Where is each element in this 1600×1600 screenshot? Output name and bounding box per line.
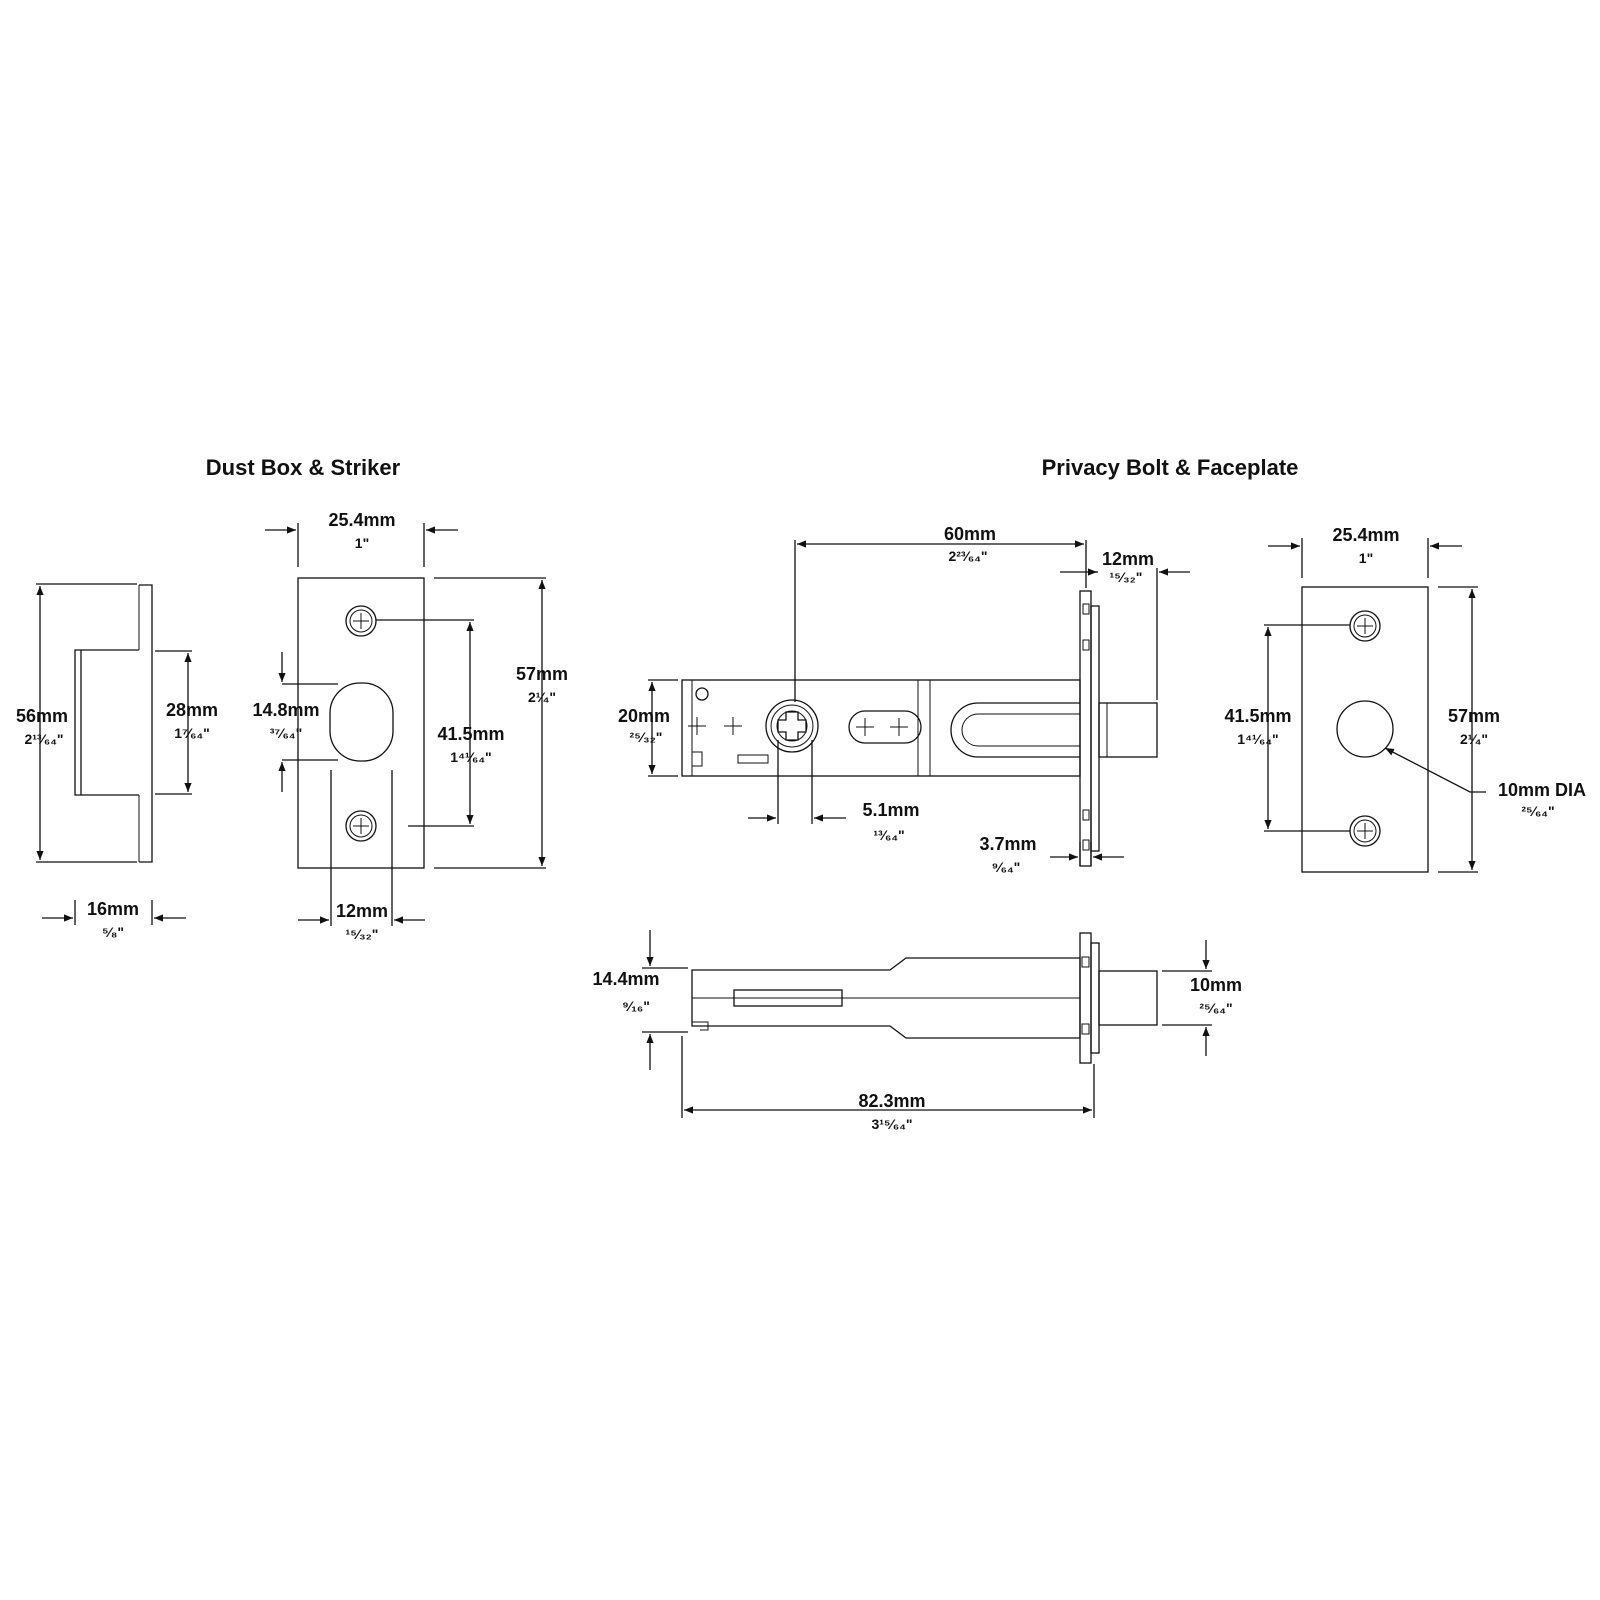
face-height-mm: 57mm: [1448, 706, 1500, 726]
plate-thickness-dim: 3.7mm ⁹⁄₆₄": [979, 834, 1124, 875]
striker-latch-hole: [329, 682, 394, 762]
striker-height-dim: 57mm 2¹⁄₄": [434, 577, 568, 869]
face-screw-in: 1⁴¹⁄₆₄": [1237, 731, 1278, 747]
faceplate-bolt-hole: [1336, 700, 1394, 758]
faceplate-front: [1301, 586, 1429, 873]
bolt-dia-dim: 10mm ²⁵⁄₆₄": [1162, 940, 1242, 1056]
striker-width-dim: 25.4mm 1": [265, 510, 458, 567]
plate-thick-in: ⁹⁄₆₄": [992, 859, 1021, 875]
dust-height-in: 2¹³⁄₆₄": [24, 731, 63, 747]
striker-width-mm: 25.4mm: [328, 510, 395, 530]
striker-top-screw-icon: [345, 605, 377, 637]
striker-screw-in: 1⁴¹⁄₆₄": [450, 749, 491, 765]
striker-plate: [297, 577, 425, 869]
striker-hole-in: ³⁷⁄₆₄": [270, 725, 302, 741]
body-height-dim: 20mm ²⁵⁄₃₂": [618, 679, 678, 777]
face-screw-spacing-dim: 41.5mm 1⁴¹⁄₆₄": [1224, 624, 1350, 832]
backset-in: 2²³⁄₆₄": [948, 548, 987, 564]
dust-height-mm: 56mm: [16, 706, 68, 726]
striker-height-mm: 57mm: [516, 664, 568, 684]
bolt-slot: [950, 702, 1080, 758]
side-height-dim: 14.4mm ⁹⁄₁₆": [592, 930, 688, 1070]
faceplate-top-screw-icon: [1349, 610, 1381, 642]
dust-depth-mm: 16mm: [87, 899, 139, 919]
backset-mm: 60mm: [944, 524, 996, 544]
bolt-dia-in: ²⁵⁄₆₄": [1199, 1000, 1232, 1016]
dust-box-inner-dim: 28mm 1⁷⁄₆₄": [155, 650, 218, 795]
bolt-tongue: [1098, 702, 1158, 758]
bolt-dia-mm: 10mm: [1190, 975, 1242, 995]
side-height-in: ⁹⁄₁₆": [622, 998, 650, 1014]
dust-box-profile: [74, 584, 153, 863]
striker-height-in: 2¹⁄₄": [528, 689, 556, 705]
dust-depth-in: ⁵⁄₈": [102, 924, 124, 940]
faceplate-bottom-screw-icon: [1349, 815, 1381, 847]
face-hole-in: ²⁵⁄₆₄": [1521, 803, 1554, 819]
body-height-mm: 20mm: [618, 706, 670, 726]
backset-dim: 60mm 2²³⁄₆₄": [794, 524, 1087, 702]
privacy-bolt-body: [681, 679, 1081, 777]
striker-screw-spacing-dim: 41.5mm 1⁴¹⁄₆₄": [376, 619, 505, 827]
dust-inner-mm: 28mm: [166, 700, 218, 720]
striker-bottom-screw-icon: [345, 810, 377, 842]
face-width-in: 1": [1359, 550, 1373, 566]
slot-oval: [848, 710, 922, 744]
striker-width-in: 1": [355, 535, 369, 551]
face-hole-dia-callout: 10mm DIA ²⁵⁄₆₄": [1384, 747, 1586, 819]
striker-screw-mm: 41.5mm: [437, 724, 504, 744]
faceplate-side: [1079, 590, 1158, 867]
dust-box-height-dim: 56mm 2¹³⁄₆₄": [16, 583, 137, 863]
striker-hole-width-dim: 12mm ¹⁵⁄₃₂": [298, 770, 425, 942]
dust-inner-in: 1⁷⁄₆₄": [174, 725, 210, 741]
spindle-dim: 5.1mm ¹³⁄₆₄": [748, 740, 920, 843]
face-width-mm: 25.4mm: [1332, 525, 1399, 545]
privacy-bolt-side: [691, 932, 1158, 1064]
bolt-throw-in: ¹⁵⁄₃₂": [1110, 569, 1143, 585]
striker-hole-height-dim: 14.8mm ³⁷⁄₆₄": [252, 652, 338, 792]
face-height-in: 2¹⁄₄": [1460, 731, 1488, 747]
dust-box-title: Dust Box & Striker: [206, 455, 401, 480]
face-height-dim: 57mm 2¹⁄₄": [1438, 586, 1500, 873]
face-screw-mm: 41.5mm: [1224, 706, 1291, 726]
face-width-dim: 25.4mm 1": [1268, 525, 1462, 578]
bolt-throw-dim: 12mm ¹⁵⁄₃₂": [1060, 549, 1190, 700]
spindle-in: ¹³⁄₆₄": [873, 827, 904, 843]
overall-mm: 82.3mm: [858, 1091, 925, 1111]
striker-hole-width-in: ¹⁵⁄₃₂": [346, 926, 379, 942]
plate-thick-mm: 3.7mm: [979, 834, 1036, 854]
face-hole-mm: 10mm DIA: [1498, 780, 1586, 800]
spindle-hub-icon: [765, 699, 819, 753]
striker-hole-mm: 14.8mm: [252, 700, 319, 720]
dust-box-depth-dim: 16mm ⁵⁄₈": [42, 899, 186, 940]
body-height-in: ²⁵⁄₃₂": [630, 729, 663, 745]
overall-in: 3¹⁵⁄₆₄": [871, 1116, 912, 1132]
bolt-throw-mm: 12mm: [1102, 549, 1154, 569]
side-height-mm: 14.4mm: [592, 969, 659, 989]
striker-hole-width-mm: 12mm: [336, 901, 388, 921]
spindle-mm: 5.1mm: [862, 800, 919, 820]
overall-length-dim: 82.3mm 3¹⁵⁄₆₄": [681, 1036, 1095, 1132]
privacy-bolt-title: Privacy Bolt & Faceplate: [1042, 455, 1299, 480]
